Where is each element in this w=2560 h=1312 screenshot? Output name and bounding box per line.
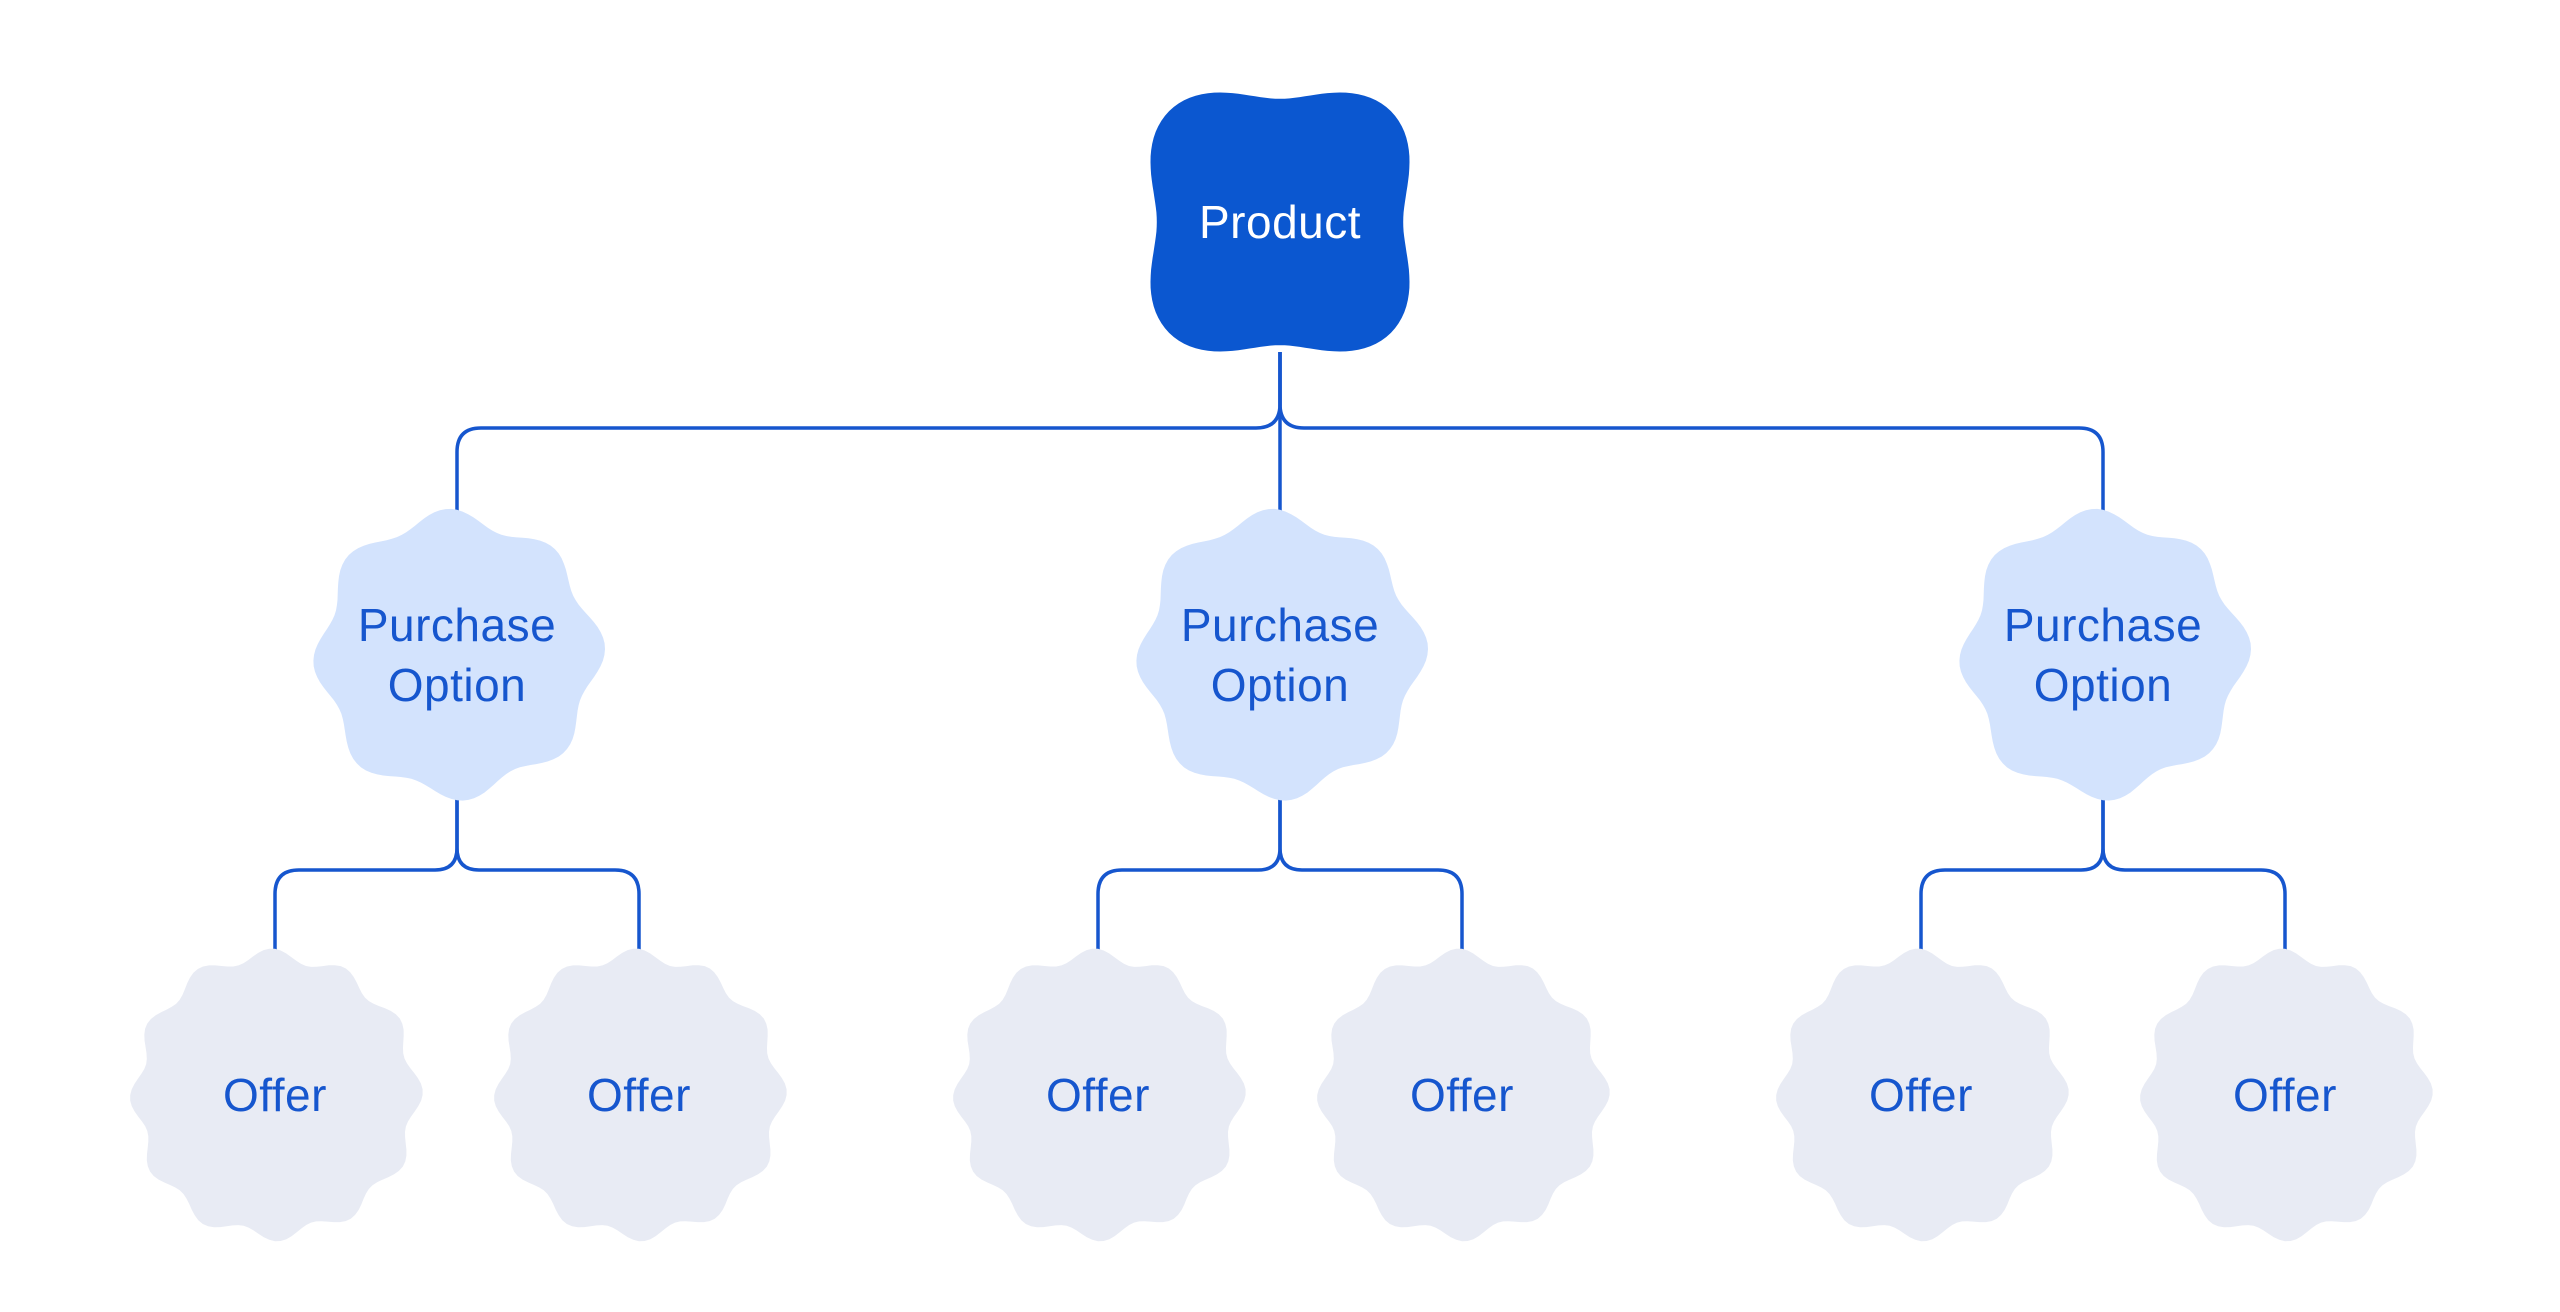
connectors [273, 352, 2287, 952]
connector-purchase2-to-offer1 [1096, 795, 1282, 952]
node-offer-2: Offer [494, 948, 787, 1242]
offer-label: Offer [223, 1069, 327, 1121]
offer-label: Offer [1410, 1069, 1514, 1121]
offer-label: Offer [2233, 1069, 2337, 1121]
node-product: Product [1150, 92, 1410, 352]
node-offer-5: Offer [1776, 948, 2069, 1242]
purchase-option-label-line1: Purchase [358, 599, 556, 651]
node-purchase-option-1: Purchase Option [313, 508, 605, 801]
offer-blob [494, 948, 787, 1242]
node-offer-1: Offer [130, 948, 423, 1242]
connector-purchase2-to-offer2 [1278, 795, 1464, 952]
connector-purchase3-to-offer2 [2101, 795, 2287, 952]
connector-root-to-left-purchase [455, 352, 1282, 512]
node-purchase-option-3: Purchase Option [1959, 508, 2251, 801]
offer-blob [1776, 948, 2069, 1242]
connector-root-to-right-purchase [1278, 352, 2105, 512]
product-blob [1150, 92, 1410, 352]
node-purchase-option-2: Purchase Option [1136, 508, 1428, 801]
offer-label: Offer [587, 1069, 691, 1121]
purchase-option-blob [1136, 508, 1428, 801]
offer-blob [1317, 948, 1610, 1242]
node-offer-6: Offer [2140, 948, 2433, 1242]
offer-blob [2140, 948, 2433, 1242]
purchase-option-label-line1: Purchase [2004, 599, 2202, 651]
product-label: Product [1199, 196, 1361, 248]
node-offer-4: Offer [1317, 948, 1610, 1242]
purchase-option-label-line2: Option [2034, 659, 2173, 711]
node-offer-3: Offer [953, 948, 1246, 1242]
connector-purchase3-to-offer1 [1919, 795, 2105, 952]
offer-label: Offer [1869, 1069, 1973, 1121]
purchase-option-blob [313, 508, 605, 801]
purchase-option-label-line2: Option [1211, 659, 1350, 711]
purchase-option-label-line2: Option [388, 659, 527, 711]
offer-label: Offer [1046, 1069, 1150, 1121]
purchase-option-blob [1959, 508, 2251, 801]
offer-blob [130, 948, 423, 1242]
connector-purchase1-to-offer1 [273, 795, 459, 952]
purchase-option-label-line1: Purchase [1181, 599, 1379, 651]
connector-purchase1-to-offer2 [455, 795, 641, 952]
offer-blob [953, 948, 1246, 1242]
